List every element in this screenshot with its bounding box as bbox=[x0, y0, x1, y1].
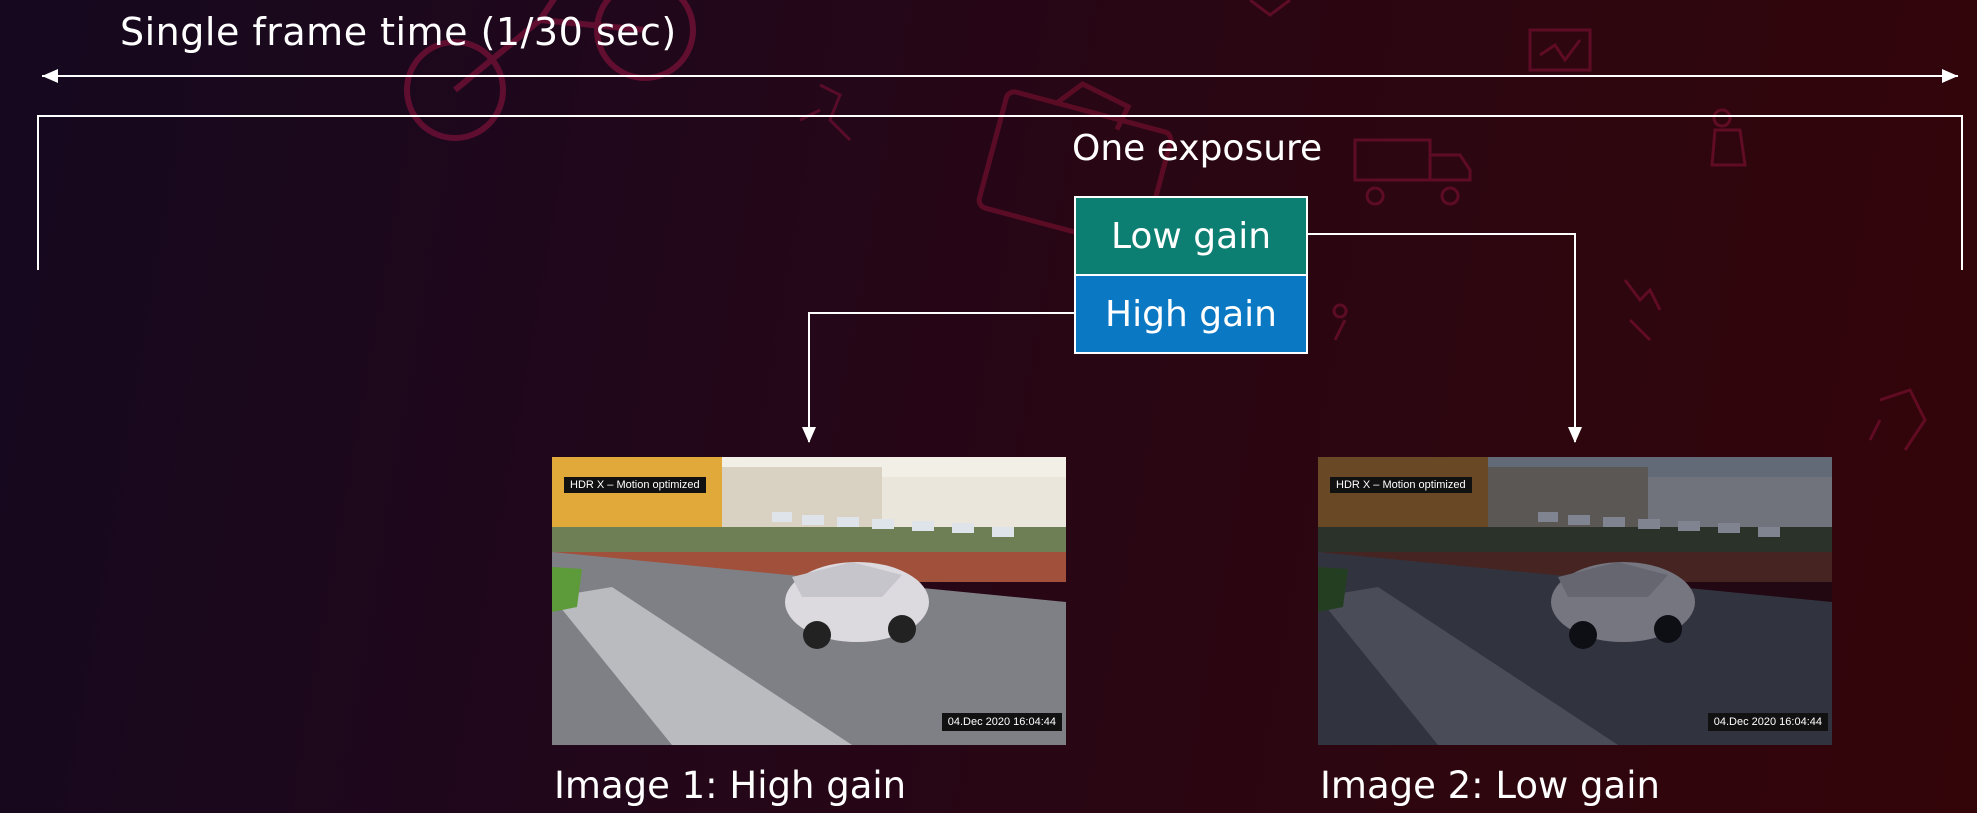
stairs-icon bbox=[1623, 279, 1662, 342]
parking-scene-image bbox=[1318, 457, 1832, 745]
frame-time-label: Single frame time (1/30 sec) bbox=[120, 10, 677, 54]
figure-icon bbox=[1332, 303, 1348, 341]
high-gain-photo: HDR X – Motion optimized 04.Dec 2020 16:… bbox=[552, 457, 1066, 745]
high-gain-connector bbox=[808, 312, 1074, 442]
sparkle-icon bbox=[1868, 388, 1927, 451]
frame-bracket bbox=[37, 115, 1963, 270]
parking-scene-image bbox=[552, 457, 1066, 745]
exposure-label: One exposure bbox=[1072, 128, 1323, 169]
monitor-icon bbox=[1528, 28, 1592, 72]
bicycle-icon bbox=[404, 0, 696, 141]
low-gain-box: Low gain bbox=[1074, 196, 1308, 276]
timestamp-overlay: 04.Dec 2020 16:04:44 bbox=[941, 713, 1062, 731]
briefcase-icon bbox=[976, 81, 1174, 251]
diamond-icon bbox=[1249, 0, 1291, 17]
low-gain-photo: HDR X – Motion optimized 04.Dec 2020 16:… bbox=[1318, 457, 1832, 745]
image-2-caption: Image 2: Low gain bbox=[1320, 764, 1660, 807]
exposure-dim-overlay bbox=[1318, 457, 1832, 745]
timestamp-overlay: 04.Dec 2020 16:04:44 bbox=[1707, 713, 1828, 731]
person-icon bbox=[1710, 108, 1747, 167]
mode-overlay: HDR X – Motion optimized bbox=[564, 477, 706, 493]
high-gain-box: High gain bbox=[1074, 276, 1308, 354]
image-1-caption: Image 1: High gain bbox=[554, 764, 907, 807]
mode-overlay: HDR X – Motion optimized bbox=[1330, 477, 1472, 493]
truck-icon bbox=[1353, 138, 1472, 206]
low-gain-connector bbox=[1308, 233, 1576, 442]
